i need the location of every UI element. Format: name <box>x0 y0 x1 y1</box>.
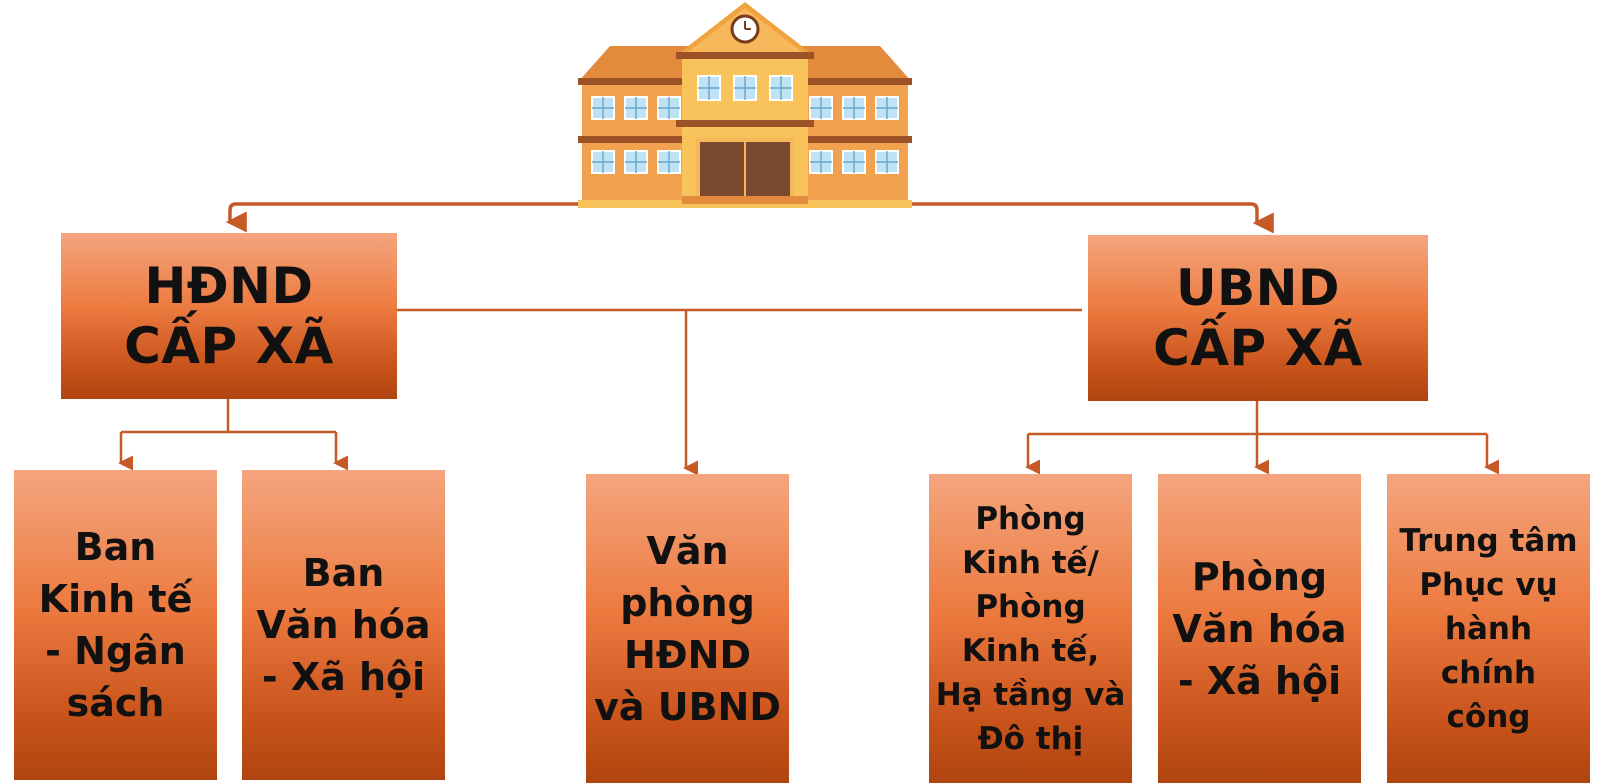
van-phong-box: Văn phòng HĐND và UBND <box>586 474 789 783</box>
connector-school-ubnd <box>903 202 1274 234</box>
school-building-icon <box>578 2 912 208</box>
ban-van-hoa-xa-hoi-box: Ban Văn hóa - Xã hội <box>242 470 445 780</box>
van-phong-label: Văn phòng HĐND và UBND <box>594 528 781 729</box>
connector-school-hdnd <box>225 202 587 233</box>
hdnd-label: HĐND CẤP XÃ <box>124 257 334 375</box>
phong-van-hoa-xa-hoi-box: Phòng Văn hóa - Xã hội <box>1158 474 1361 783</box>
hdnd-box: HĐND CẤP XÃ <box>61 233 397 399</box>
phong-kinh-te-label: Phòng Kinh tế/ Phòng Kinh tế, Hạ tầng và… <box>935 500 1126 757</box>
trung-tam-phuc-vu-hanh-chinh-cong-box: Trung tâm Phục vụ hành chính công <box>1387 474 1590 783</box>
phong-kinh-te-box: Phòng Kinh tế/ Phòng Kinh tế, Hạ tầng và… <box>929 474 1132 783</box>
ban-kinh-te-ngan-sach-box: Ban Kinh tế - Ngân sách <box>14 470 217 780</box>
ban-van-hoa-xa-hoi-label: Ban Văn hóa - Xã hội <box>256 551 431 699</box>
trung-tam-phuc-vu-hanh-chinh-cong-label: Trung tâm Phục vụ hành chính công <box>1399 522 1578 735</box>
phong-van-hoa-xa-hoi-label: Phòng Văn hóa - Xã hội <box>1172 554 1347 703</box>
ban-kinh-te-ngan-sach-label: Ban Kinh tế - Ngân sách <box>38 525 193 725</box>
ubnd-box: UBND CẤP XÃ <box>1088 235 1428 401</box>
ubnd-label: UBND CẤP XÃ <box>1153 259 1363 377</box>
